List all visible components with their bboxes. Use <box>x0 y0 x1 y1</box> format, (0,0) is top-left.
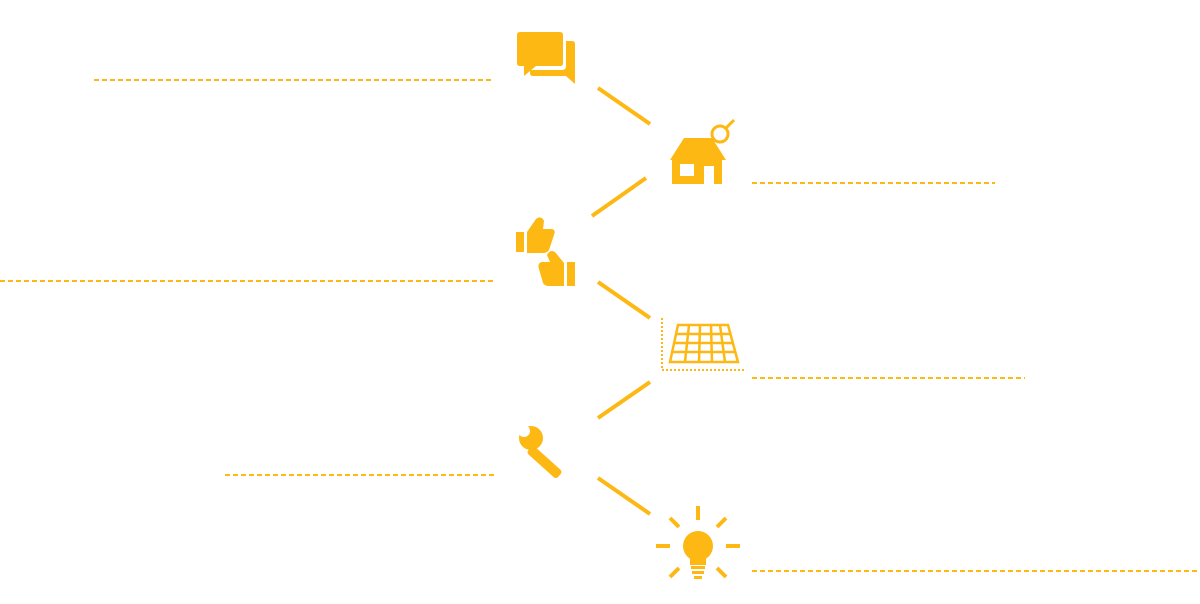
leader-lines <box>0 79 1200 572</box>
connector-4-5 <box>596 380 652 420</box>
thumbs-up-icon <box>516 217 575 286</box>
solar-panel-icon <box>661 318 744 371</box>
house-search-icon <box>670 118 736 184</box>
connector-1-2 <box>596 86 652 126</box>
connector-lines <box>590 86 652 516</box>
wrench-icon <box>518 425 562 478</box>
connector-3-4 <box>596 280 652 320</box>
light-bulb-icon <box>656 506 740 579</box>
connector-5-6 <box>596 476 652 516</box>
chat-bubbles-icon <box>517 32 575 84</box>
connector-2-3 <box>590 176 648 218</box>
